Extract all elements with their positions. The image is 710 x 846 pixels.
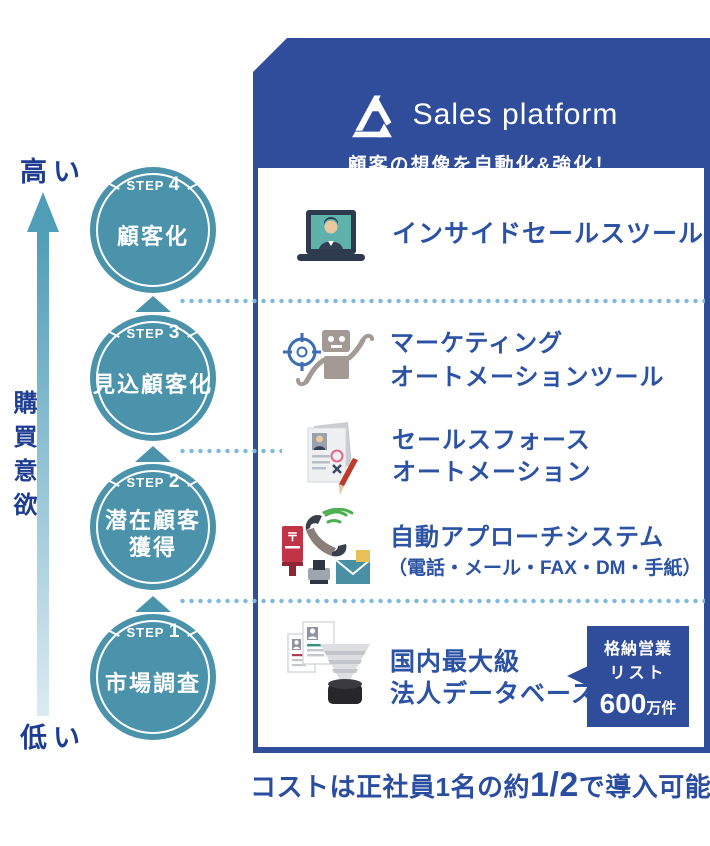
brand-name: Sales platform: [412, 98, 619, 131]
header-tagline: 顧客の想像を自動化&強化！: [347, 155, 616, 176]
tool-label-sfa-line1: セールスフォース: [392, 427, 591, 454]
inside-sales-laptop-icon: [297, 210, 365, 261]
tool-label-inside-sales: インサイドセールスツール: [392, 220, 705, 248]
tool-label-ma-line1: マーケティング: [390, 330, 564, 357]
sales-platform-logo-icon: [351, 95, 392, 138]
step-2-header: STEP 2: [106, 472, 200, 492]
axis-arrow-shaft: [37, 228, 49, 716]
badge-line1: 格納営業: [603, 641, 672, 658]
axis-high-label: 高い: [20, 157, 86, 187]
tick-icon: [106, 479, 120, 487]
step-circle-1: STEP 1 市場調査: [90, 614, 216, 740]
marketing-robot-icon: [283, 330, 374, 387]
step-4-header: STEP 4: [106, 175, 200, 195]
step-1-header: STEP 1: [106, 622, 200, 642]
tool-label-approach-line2: （電話・メール・FAX・DM・手紙）: [388, 558, 702, 579]
badge-value: 600万件: [599, 688, 677, 719]
step-3-label: 見込顧客化: [92, 372, 213, 398]
sales-platform-header: Sales platform 顧客の想像を自動化&強化！: [253, 38, 710, 168]
cost-caption: コストは正社員1名の約1/2で導入可能！: [250, 766, 710, 804]
tool-label-approach-line1: 自動アプローチシステム: [390, 524, 665, 551]
badge-line2: リスト: [609, 665, 667, 682]
sfa-document-icon: [307, 422, 358, 494]
approach-phone-mail-icon: 〒: [282, 508, 371, 584]
step-2-label-line1: 潜在顧客: [104, 507, 201, 533]
dotted-connector-step2: [178, 598, 705, 604]
tick-icon: [186, 629, 200, 637]
tick-icon: [186, 479, 200, 487]
tool-label-sfa-line2: オートメーション: [392, 459, 592, 486]
step-3-header: STEP 3: [106, 323, 200, 343]
step-circle-4: STEP 4 顧客化: [90, 167, 216, 293]
tick-icon: [106, 330, 120, 338]
dotted-connector-step4: [178, 298, 705, 304]
up-arrow-icon: [135, 446, 171, 462]
tick-icon: [186, 182, 200, 190]
up-arrow-icon: [135, 296, 171, 312]
axis-title-purchase-intent: 購買意欲: [9, 390, 36, 526]
database-funnel-icon: [287, 621, 370, 704]
tool-label-db-line1: 国内最大級: [390, 648, 521, 676]
badge-callout-arrow-icon: [567, 666, 588, 686]
svg-text:〒: 〒: [286, 530, 298, 544]
step-circle-2: STEP 2 潜在顧客 獲得: [90, 464, 216, 590]
tick-icon: [106, 182, 120, 190]
tick-icon: [106, 629, 120, 637]
step-2-label-line2: 獲得: [128, 535, 177, 560]
tool-label-ma-line2: オートメーションツール: [390, 364, 665, 391]
tool-label-db-line2: 法人データベース: [390, 680, 597, 708]
axis-low-label: 低い: [20, 723, 86, 753]
step-4-label: 顧客化: [116, 224, 189, 250]
up-arrow-icon: [135, 596, 171, 612]
dotted-connector-step3: [178, 448, 282, 454]
step-circle-3: STEP 3 見込顧客化: [90, 315, 216, 441]
step-1-label: 市場調査: [104, 671, 201, 697]
stored-list-badge: 格納営業 リスト 600万件: [587, 626, 689, 727]
axis-arrow-head-icon: [27, 192, 59, 232]
tick-icon: [186, 330, 200, 338]
